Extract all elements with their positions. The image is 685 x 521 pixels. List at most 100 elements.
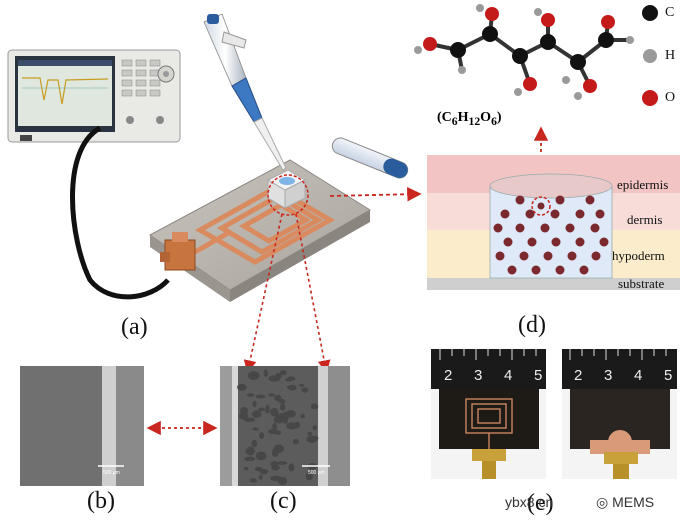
sem-texture-spot [283, 414, 289, 424]
legend-h-label: H [665, 48, 676, 63]
scale-label-b: 500 μm [103, 470, 120, 476]
sem-texture-spot [311, 435, 319, 441]
sem-texture-spot [246, 393, 255, 397]
photo-e-front [431, 349, 546, 479]
sem-texture-spot [299, 383, 305, 387]
glucose-dot [585, 195, 595, 205]
sem-texture-spot [243, 466, 249, 471]
sem-texture-spot [288, 463, 295, 472]
sem-texture-spot [255, 451, 267, 461]
sem-texture-spot [252, 410, 262, 418]
sem-texture-spot [294, 421, 301, 429]
zoom-circle [267, 174, 309, 216]
skin-model [427, 155, 680, 290]
sensor-board [149, 159, 371, 302]
legend-c-label: C [665, 5, 675, 20]
panel-label-e: (e) [527, 490, 554, 516]
panel-label-d: (d) [518, 312, 546, 338]
legend-o-label: O [665, 90, 676, 105]
photo-e-back [562, 349, 677, 479]
sem-texture-spot [237, 383, 247, 391]
sem-texture-spot [301, 387, 309, 393]
sem-texture-spot [272, 422, 277, 431]
glucose-dot [493, 223, 503, 233]
sem-texture-spot [277, 476, 288, 485]
sem-texture-spot [278, 399, 286, 404]
sem-texture-spot [269, 430, 282, 434]
sem-texture-spot [255, 394, 266, 399]
glucose-dot [507, 265, 517, 275]
sem-texture-spot [240, 406, 248, 416]
layer-dermis: dermis [627, 212, 663, 227]
layer-hypoderm: hypoderm [612, 248, 665, 263]
glucose-dot [500, 209, 510, 219]
sem-image-b: 500 μm [20, 366, 144, 486]
glucose-dots [493, 195, 609, 275]
coax-cable [70, 125, 170, 300]
watermark-site: ybx8.cn [505, 494, 554, 510]
panel-label-c: (c) [270, 488, 297, 514]
glucose-dot [595, 209, 605, 219]
glucose-dot [519, 251, 529, 261]
glucose-dot [599, 237, 609, 247]
glucose-dot [525, 209, 535, 219]
test-tube [331, 137, 409, 179]
sem-texture-spot [271, 464, 280, 471]
glucose-dot [579, 265, 589, 275]
panel-label-a: (a) [121, 314, 148, 340]
panel-label-b: (b) [87, 488, 115, 514]
glucose-dot [591, 251, 601, 261]
sem-image-c: 500 μm [220, 366, 350, 486]
ruler-num-r-2: 4 [634, 367, 642, 384]
legend-o-atom [642, 90, 658, 106]
glucose-dot [555, 195, 565, 205]
glucose-dot [527, 237, 537, 247]
glucose-dot [531, 265, 541, 275]
sem-texture-spot [259, 431, 265, 440]
sem-texture-spot [310, 403, 319, 410]
sem-texture-spot [273, 416, 285, 424]
sem-texture-spot [274, 395, 282, 402]
arrow-to-c-left [243, 213, 283, 374]
network-analyzer [7, 49, 181, 143]
sem-texture-spot [273, 444, 284, 453]
layer-substrate: substrate [618, 276, 665, 291]
sem-texture-spot [258, 474, 263, 480]
glucose-dot [575, 209, 585, 219]
sem-texture-spot [251, 439, 258, 448]
sem-texture-spot [265, 404, 270, 414]
glucose-dot [495, 251, 505, 261]
arrow-to-c-right [295, 213, 331, 374]
glucose-formula: (C6H12O6) [437, 110, 502, 128]
sem-texture-spot [285, 377, 293, 382]
sem-texture-spot [249, 478, 258, 483]
glucose-dot [590, 223, 600, 233]
watermark-brand: ◎ MEMS [596, 494, 655, 510]
sem-texture-spot [276, 461, 288, 465]
sem-texture-spot [280, 403, 286, 411]
sem-texture-spot [312, 424, 317, 431]
glucose-dot [550, 209, 560, 219]
sem-texture-spot [252, 427, 259, 431]
glucose-dot [555, 265, 565, 275]
wechat-icon: ◎ [596, 494, 613, 510]
layer-epidermis: epidermis [617, 177, 669, 192]
glucose-dot [565, 223, 575, 233]
sem-texture-spot [300, 414, 305, 419]
sem-texture-spot [285, 409, 296, 418]
ruler-numbers: 2 3 4 5 2 3 4 5 [444, 367, 672, 384]
arrow-to-d [329, 187, 422, 202]
sem-texture-spot [270, 408, 279, 417]
molecule-atoms [414, 4, 634, 100]
sem-texture-spot [268, 375, 281, 382]
sem-texture-spot [250, 372, 256, 376]
ruler-num-l-1: 3 [474, 367, 482, 384]
ruler-num-l-2: 4 [504, 367, 512, 384]
sem-texture-spot [263, 369, 269, 377]
glucose-dot [515, 223, 525, 233]
sem-texture-spot [305, 471, 313, 481]
glucose-dot [503, 237, 513, 247]
ruler-num-l-0: 2 [444, 367, 452, 384]
copper-resonator [193, 185, 336, 265]
